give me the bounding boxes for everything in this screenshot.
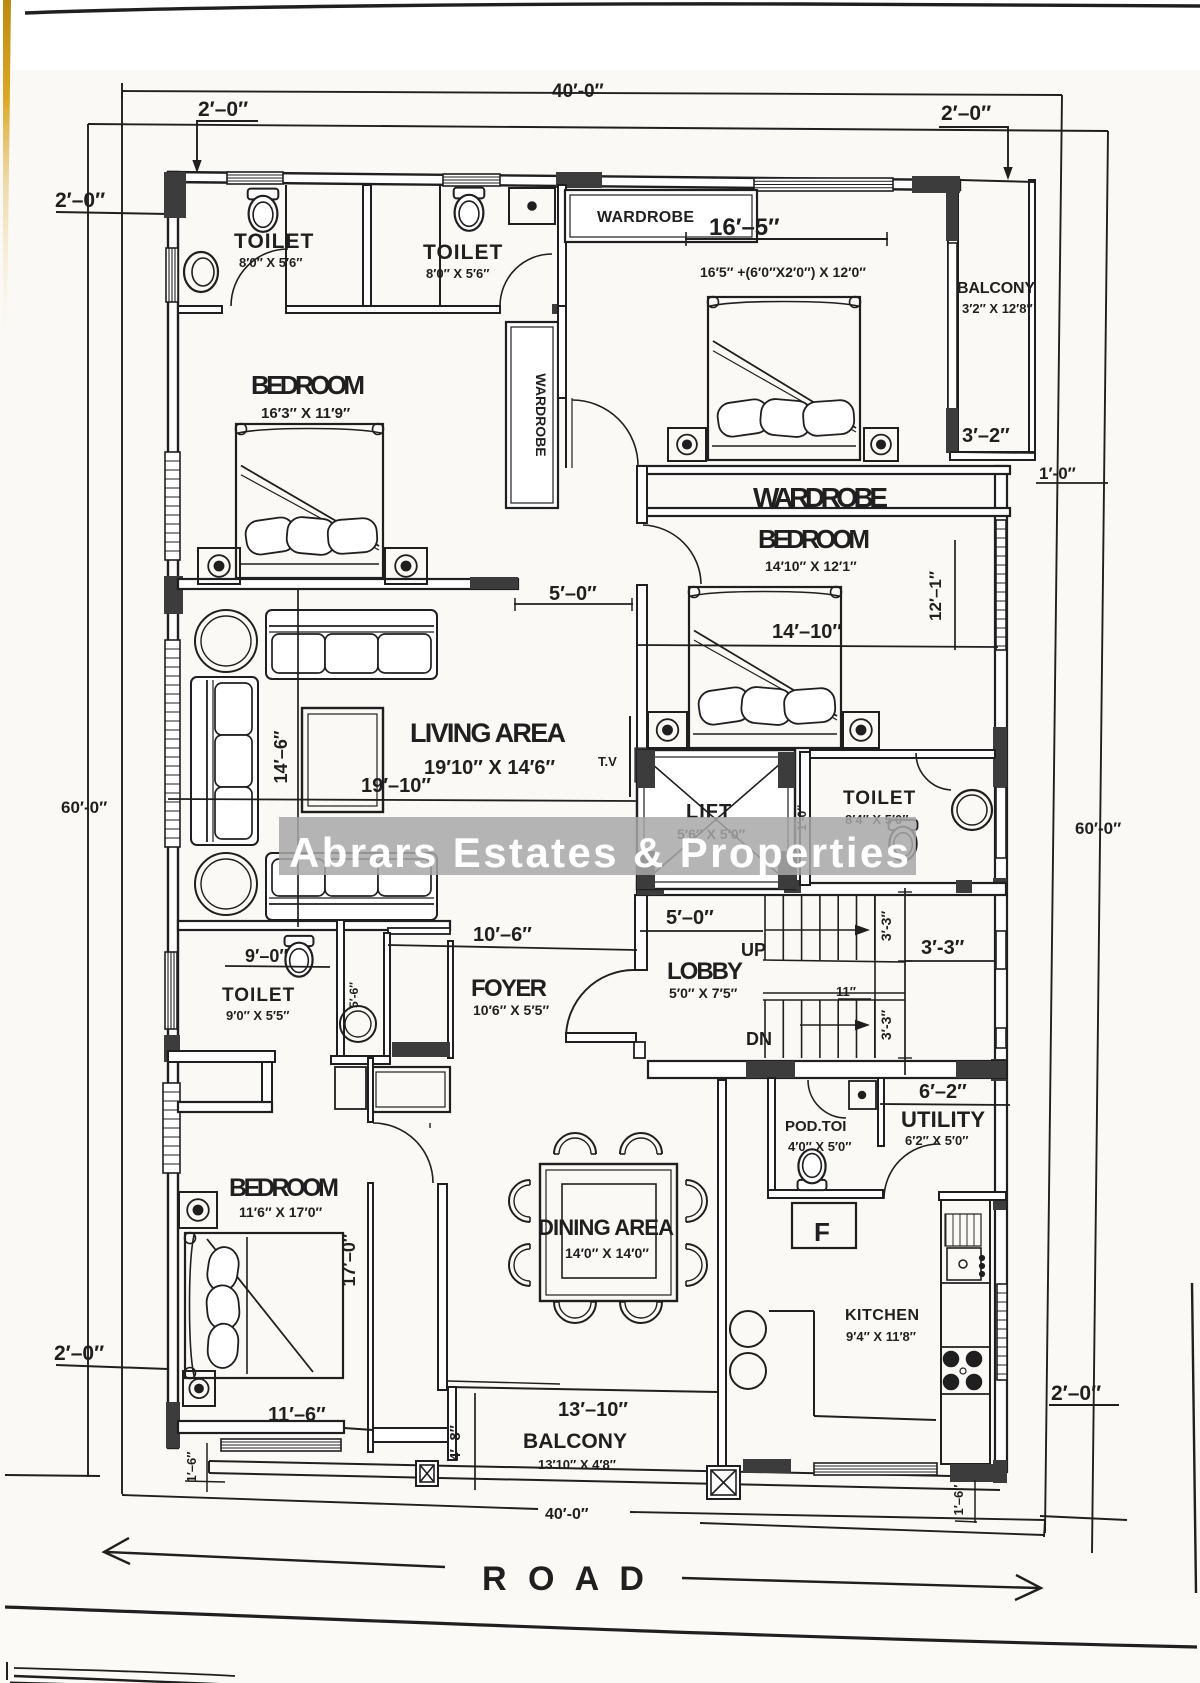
svg-text:19′–10″: 19′–10″ [361,775,431,797]
svg-text:13′10″ X 4′8″: 13′10″ X 4′8″ [538,1457,616,1472]
svg-text:3′–2″: 3′–2″ [962,425,1010,447]
svg-text:5′–0″: 5′–0″ [549,583,597,605]
svg-text:1′–6″: 1′–6″ [184,1451,199,1482]
svg-text:9′4″ X 11′8″: 9′4″ X 11′8″ [846,1329,916,1344]
svg-text:16′3″ X 11′9″: 16′3″ X 11′9″ [261,405,350,422]
svg-text:POD.TOI: POD.TOI [785,1118,846,1135]
svg-text:2′–0″: 2′–0″ [941,102,991,125]
svg-text:9′–0″: 9′–0″ [245,946,288,966]
svg-text:60′-0″: 60′-0″ [61,798,107,817]
svg-text:Abrars Estates & Properties: Abrars Estates & Properties [289,829,909,876]
svg-text:WARDROBE: WARDROBE [597,209,694,226]
svg-text:3′2″ X 12′8″: 3′2″ X 12′8″ [962,301,1033,316]
svg-text:9′0″ X 5′5″: 9′0″ X 5′5″ [226,1008,290,1023]
svg-text:BEDROOM: BEDROOM [758,524,870,554]
svg-text:2′–0″: 2′–0″ [55,189,105,212]
svg-text:2′–0″: 2′–0″ [1051,1382,1101,1405]
svg-text:BALCONY: BALCONY [957,280,1035,297]
svg-text:4′–8″: 4′–8″ [447,1425,464,1461]
svg-text:1′–6″: 1′–6″ [951,1484,966,1515]
svg-text:LOBBY: LOBBY [667,958,743,985]
svg-text:3′-3″: 3′-3″ [921,937,965,959]
svg-text:16′–5″: 16′–5″ [709,214,780,241]
svg-text:FOYER: FOYER [471,975,547,1002]
svg-text:40′-0″: 40′-0″ [545,1506,589,1523]
svg-text:14′0″ X 14′0″: 14′0″ X 14′0″ [565,1245,649,1261]
svg-text:TOILET: TOILET [234,230,314,253]
svg-text:6′–2″: 6′–2″ [919,1081,967,1103]
svg-text:60′-0″: 60′-0″ [1075,819,1121,838]
svg-text:UP: UP [741,940,766,960]
svg-text:BEDROOM: BEDROOM [229,1174,339,1202]
svg-text:14′10″ X 12′1″: 14′10″ X 12′1″ [765,558,857,574]
svg-text:11″: 11″ [836,984,856,999]
svg-text:1′-0″: 1′-0″ [1039,464,1076,483]
svg-text:11′–6″: 11′–6″ [268,1404,326,1426]
svg-text:TOILET: TOILET [423,241,503,264]
svg-text:TOILET: TOILET [222,985,295,1006]
svg-text:12′–1″: 12′–1″ [926,571,945,621]
svg-text:WARDROBE: WARDROBE [533,373,549,456]
svg-text:2′–0″: 2′–0″ [198,98,248,121]
svg-text:WARDROBE: WARDROBE [753,482,888,513]
svg-text:BEDROOM: BEDROOM [251,370,365,400]
svg-text:F: F [814,1217,830,1247]
svg-text:R O A D: R O A D [482,1560,650,1598]
svg-text:4′0″ X 5′0″: 4′0″ X 5′0″ [788,1139,852,1154]
svg-text:TOILET: TOILET [843,788,916,809]
svg-text:DN: DN [746,1029,772,1049]
svg-text:6′2″ X 5′0″: 6′2″ X 5′0″ [905,1133,969,1148]
svg-text:DINING AREA: DINING AREA [538,1215,674,1240]
svg-text:11′6″ X 17′0″: 11′6″ X 17′0″ [239,1204,322,1220]
svg-text:3′-3″: 3′-3″ [878,1010,894,1041]
svg-text:2′–0″: 2′–0″ [54,1342,104,1365]
svg-text:LIVING AREA: LIVING AREA [410,718,566,748]
svg-text:16′5″ +(6′0″X2′0″) X 12′0″: 16′5″ +(6′0″X2′0″) X 12′0″ [700,264,866,280]
svg-text:14′–6″: 14′–6″ [271,730,291,783]
svg-text:14′–10″: 14′–10″ [772,621,842,643]
svg-text:BALCONY: BALCONY [523,1430,627,1453]
svg-text:19′10″ X 14′6″: 19′10″ X 14′6″ [424,757,555,779]
svg-text:3′-3″: 3′-3″ [878,911,894,942]
svg-text:T.V: T.V [598,754,617,769]
svg-text:8′0″ X 5′6″: 8′0″ X 5′6″ [239,255,303,270]
svg-text:10′6″ X 5′5″: 10′6″ X 5′5″ [473,1002,549,1018]
svg-text:8′0″ X 5′6″: 8′0″ X 5′6″ [426,266,490,281]
svg-text:5′0″ X 7′5″: 5′0″ X 7′5″ [669,985,738,1001]
svg-text:UTILITY: UTILITY [901,1107,985,1132]
svg-text:13′–10″: 13′–10″ [558,1399,628,1421]
svg-text:KITCHEN: KITCHEN [845,1307,919,1324]
svg-text:5′–0″: 5′–0″ [666,907,714,929]
svg-text:5′-6″: 5′-6″ [347,982,361,1008]
svg-text:40′-0″: 40′-0″ [552,81,604,102]
svg-text:17′–0″: 17′–0″ [339,1233,359,1286]
svg-text:10′–6″: 10′–6″ [473,924,532,946]
